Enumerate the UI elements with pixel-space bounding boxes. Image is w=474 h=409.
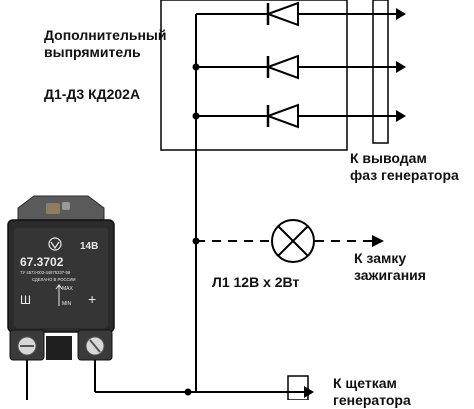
regulator-terminal-sh: Ш [20,293,31,307]
rectifier-label-line2: выпрямитель [44,44,141,60]
ignition-label-line2: зажигания [354,267,426,283]
brushes-label-line2: генератора [333,392,411,408]
lamp-label: Л1 12В х 2Вт [212,274,300,290]
regulator-max: MAX [62,286,74,292]
junction-dot [192,112,200,120]
rectifier-box [160,0,348,151]
phases-label-line1: К выводам [350,150,427,166]
voltage-regulator: 14В 67.3702 ТУ 4573-003-44875337-99 СДЕЛ… [7,195,115,361]
regulator-serial: ТУ 4573-003-44875337-99 [20,270,71,275]
regulator-terminal-plus: + [88,291,96,307]
diode-row-3 [196,103,406,129]
diode-row-2 [196,54,406,80]
diode-row-1 [196,1,406,27]
brush-terminal-box [287,375,309,400]
diodes-label: Д1-Д3 КД202А [44,86,141,102]
regulator-min: MIN [62,301,72,307]
junction-dot [192,63,200,71]
wiring-diagram: 14В 67.3702 ТУ 4573-003-44875337-99 СДЕЛ… [7,0,406,400]
brush-arrow-icon [304,386,314,398]
regulator-voltage: 14В [80,241,98,252]
ignition-arrow-icon [372,235,384,247]
ignition-label-line1: К замку [354,250,407,266]
brushes-label-line1: К щеткам [333,375,397,391]
phases-label-line2: фаз генератора [350,167,459,183]
regulator-made-in: СДЕЛАНО В РОССИИ [32,277,76,282]
manufacturer-logo-icon [48,237,62,251]
regulator-model: 67.3702 [20,255,64,269]
rectifier-label-line1: Дополнительный [44,27,167,43]
phase-terminal-box [372,0,389,144]
